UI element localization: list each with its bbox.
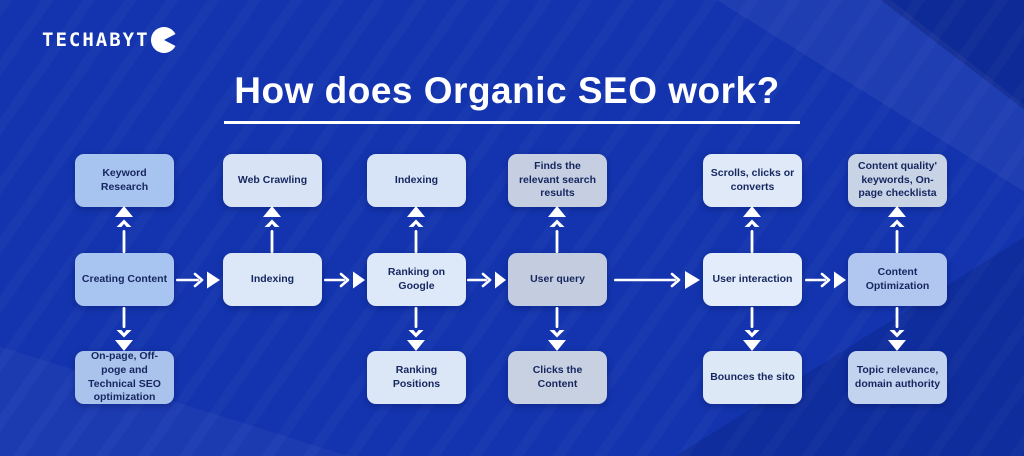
arrow-up-icon [885,206,909,253]
node-label: Indexing [250,272,295,285]
node-label: Scrolls, clicks or converts [710,166,795,193]
node-keyword-research: Keyword Research [75,154,174,207]
node-label: User query [530,272,585,285]
pacman-icon [150,27,176,53]
node-ranking-on-google: Ranking on Google [367,253,466,306]
node-label: Indexing [394,173,439,186]
node-label: Finds the relevant search results [518,160,597,200]
arrow-up-icon [112,206,136,253]
node-label: Bounces the sito [710,370,795,383]
arrow-up-icon [740,206,764,253]
node-onpage-offpage-technical-seo: On-page, Off-poge and Technical SEO opti… [75,350,174,404]
node-label: User interaction [712,272,793,285]
node-label: On-page, Off-poge and Technical SEO opti… [88,350,161,404]
node-clicks-the-content: Clicks the Content [508,351,607,404]
node-label: Keyword Research [100,166,149,193]
node-label: Topic relevance, domain authority [854,363,941,390]
node-label: Ranking Positions [392,363,441,390]
arrow-down-icon [545,307,569,351]
node-user-query: User query [508,253,607,306]
arrow-up-icon [404,206,428,253]
arrow-right-icon [805,266,847,294]
node-label: Content Optimization [865,265,930,292]
arrow-right-icon [610,266,702,294]
node-indexing: Indexing [223,253,322,306]
node-scrolls-clicks-converts: Scrolls, clicks or converts [703,154,802,207]
node-indexing-top: Indexing [367,154,466,207]
arrow-right-icon [467,266,507,294]
arrow-down-icon [885,307,909,351]
arrow-down-icon [112,307,136,351]
node-content-optimization: Content Optimization [848,253,947,306]
arrow-up-icon [545,206,569,253]
arrow-right-icon [176,266,221,294]
node-ranking-positions: Ranking Positions [367,351,466,404]
title-wrap: How does Organic SEO work? [0,70,1024,124]
node-label: Ranking on Google [387,265,446,292]
arrow-down-icon [404,307,428,351]
node-user-interaction: User interaction [703,253,802,306]
brand-logo: TECHABYT [42,27,177,53]
node-label: Clicks the Content [532,363,583,390]
brand-name: TECHABYT [42,29,150,51]
arrow-down-icon [740,307,764,351]
arrow-up-icon [260,206,284,253]
node-topic-relevance-authority: Topic relevance, domain authority [848,351,947,404]
node-finds-relevant-results: Finds the relevant search results [508,154,607,207]
page-title: How does Organic SEO work? [224,70,800,124]
node-label: Content quality' keywords, On-page check… [858,160,937,200]
node-web-crawling: Web Crawling [223,154,322,207]
node-bounces-the-site: Bounces the sito [703,351,802,404]
arrow-right-icon [324,266,366,294]
node-label: Web Crawling [237,173,308,186]
node-label: Creating Content [81,272,168,285]
node-content-quality-checklist: Content quality' keywords, On-page check… [848,154,947,207]
node-creating-content: Creating Content [75,253,174,306]
